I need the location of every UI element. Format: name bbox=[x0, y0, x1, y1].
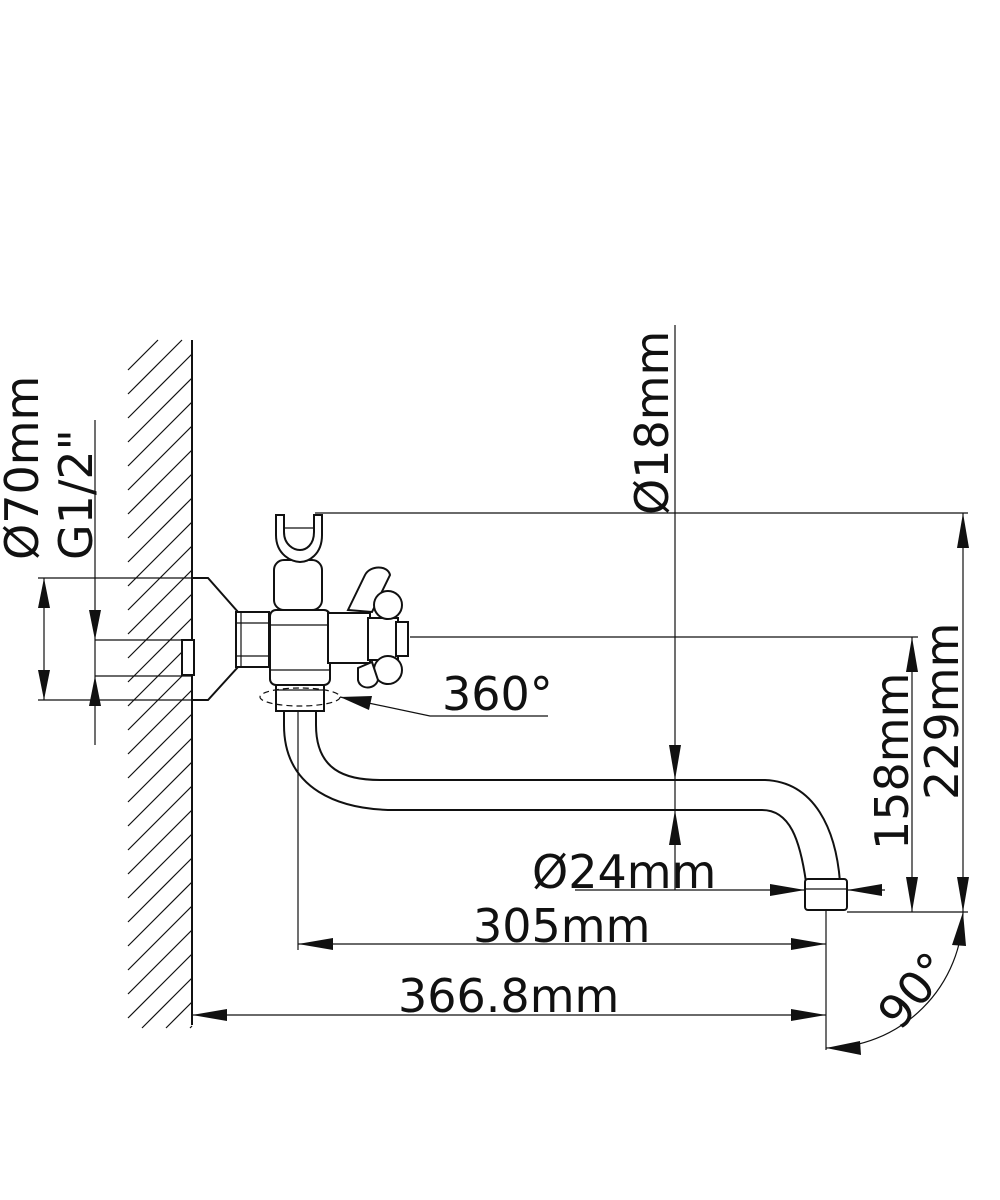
rotation-label: 360° bbox=[442, 667, 553, 721]
hatch-line bbox=[127, 689, 193, 755]
hatch-line bbox=[127, 809, 193, 875]
hatch-line bbox=[127, 353, 193, 419]
hatch-line bbox=[127, 497, 193, 563]
hatch-line bbox=[127, 713, 193, 779]
thread-size-label: G1/2" bbox=[49, 429, 103, 560]
hatch-line bbox=[127, 953, 193, 1019]
spout-pipe bbox=[283, 710, 841, 883]
dimension-arrows bbox=[38, 513, 969, 1055]
hatch-line bbox=[165, 1001, 193, 1029]
dimension-labels: Ø70mm G1/2" Ø18mm 360° Ø24mm 305mm 366.8… bbox=[0, 331, 969, 1039]
hatch-line bbox=[127, 401, 193, 467]
wall-hatching bbox=[127, 339, 193, 1029]
angle-label: 90° bbox=[867, 942, 961, 1039]
hatch-line bbox=[127, 617, 193, 683]
total-reach-label: 366.8mm bbox=[398, 969, 619, 1023]
hatch-line bbox=[127, 473, 193, 539]
shower-holder bbox=[275, 514, 323, 564]
flange-diameter-label: Ø70mm bbox=[0, 376, 49, 560]
hatch-line bbox=[141, 977, 193, 1029]
spout-diameter-label: Ø24mm bbox=[532, 845, 716, 899]
hatch-line bbox=[127, 521, 193, 587]
total-height-label: 229mm bbox=[915, 623, 969, 800]
hatch-line bbox=[127, 339, 183, 395]
spout-tip bbox=[804, 878, 848, 911]
pipe-diameter-label: Ø18mm bbox=[625, 331, 679, 515]
hatch-line bbox=[127, 377, 193, 443]
hatch-line bbox=[127, 449, 193, 515]
wall-flange bbox=[95, 577, 239, 701]
hatch-line bbox=[127, 857, 193, 923]
swivel-collar bbox=[259, 682, 341, 712]
hatch-line bbox=[127, 569, 193, 635]
hatch-line bbox=[127, 339, 159, 371]
valve-body bbox=[269, 559, 371, 686]
hatch-line bbox=[127, 905, 193, 971]
hatch-line bbox=[127, 881, 193, 947]
hatch-line bbox=[127, 665, 193, 731]
hatch-line bbox=[127, 785, 193, 851]
hatch-line bbox=[189, 1025, 193, 1029]
dimension-lines bbox=[38, 325, 968, 1050]
hatch-line bbox=[127, 593, 193, 659]
hatch-line bbox=[127, 929, 193, 995]
wall-section bbox=[127, 339, 193, 1029]
cross-handle bbox=[346, 566, 409, 689]
connection-nut bbox=[235, 611, 270, 668]
hatch-line bbox=[127, 425, 193, 491]
spout-reach-label: 305mm bbox=[473, 899, 650, 953]
spout-height-label: 158mm bbox=[865, 673, 919, 850]
hatch-line bbox=[127, 761, 193, 827]
hatch-line bbox=[127, 833, 193, 899]
hatch-line bbox=[127, 737, 193, 803]
